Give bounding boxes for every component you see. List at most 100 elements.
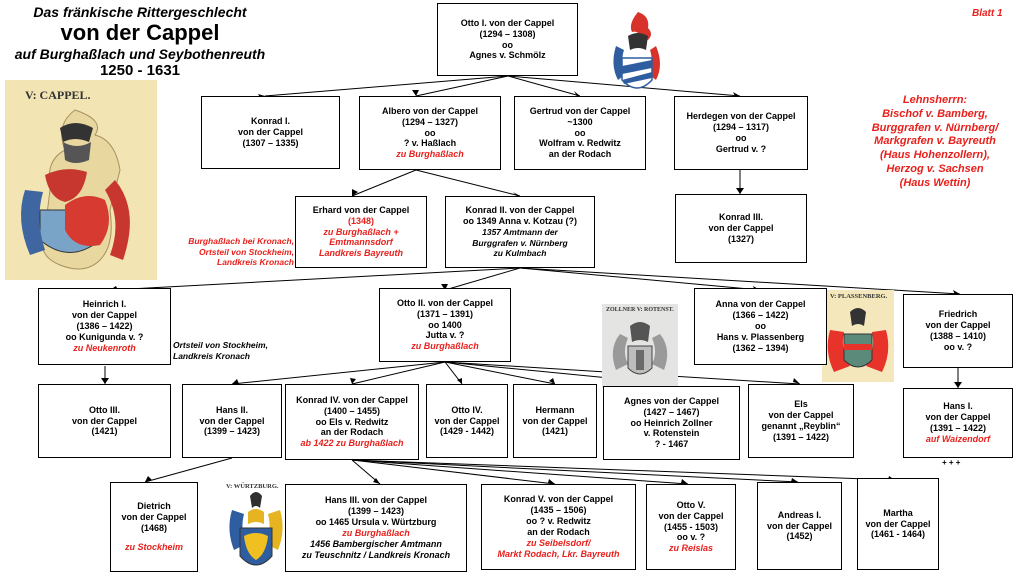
person-anna[interactable]: Anna von der Cappel (1366 – 1422) oo Han…: [694, 288, 827, 365]
box-line: Hans II.: [215, 404, 248, 415]
box-line: Jutta v. ?: [425, 330, 465, 341]
person-konrad-3[interactable]: Konrad III. von der Cappel (1327): [675, 194, 807, 263]
person-konrad-5[interactable]: Konrad V. von der Cappel (1435 – 1506) o…: [481, 484, 636, 570]
person-otto-5[interactable]: Otto V. von der Cappel (1455 - 1503) oo …: [646, 484, 736, 570]
sheet-label: Blatt 1: [972, 8, 1003, 19]
box-line: Agnes von der Cappel: [623, 395, 720, 406]
box-line: Otto II. von der Cappel: [396, 297, 493, 308]
box-line: (1294 – 1317): [712, 122, 770, 133]
lehnsherrn-line: Burggrafen v. Nürnberg/: [871, 121, 999, 134]
person-martha[interactable]: Martha von der Cappel (1461 - 1464): [857, 478, 939, 570]
person-erhard[interactable]: Erhard von der Cappel (1348) zu Burghaßl…: [295, 196, 427, 268]
continuation-marks: + + +: [942, 458, 961, 467]
title-line-4: 1250 - 1631: [99, 62, 181, 79]
box-line: zu Teuschnitz / Landkreis Kronach: [301, 549, 451, 560]
box-line: (1400 – 1455): [323, 405, 381, 416]
note-line: Ortsteil von Stockheim,: [199, 246, 294, 257]
person-hans-3[interactable]: Hans III. von der Cappel (1399 – 1423) o…: [285, 484, 467, 572]
person-otto-2[interactable]: Otto II. von der Cappel (1371 – 1391) oo…: [379, 288, 511, 362]
box-line: Konrad IV. von der Cappel: [296, 394, 408, 405]
box-line: oo v. ?: [676, 532, 706, 543]
person-konrad-2[interactable]: Konrad II. von der Cappel oo 1349 Anna v…: [445, 196, 595, 268]
title-line-1: Das fränkische Rittergeschlecht: [33, 4, 247, 20]
box-line: (1371 – 1391): [416, 308, 474, 319]
crest-label: ZOLLNER V: ROTENST.: [606, 307, 674, 313]
box-place: zu Neukenroth: [73, 342, 136, 353]
box-line: (1391 – 1422): [929, 423, 987, 433]
box-line: (1366 – 1422): [732, 310, 789, 321]
lehnsherrn-line: Herzog v. Sachsen: [886, 162, 984, 175]
box-line: Hans v. Plassenberg: [716, 331, 805, 342]
person-agnes[interactable]: Agnes von der Cappel (1427 – 1467) oo He…: [603, 386, 740, 460]
box-line: Otto III.: [89, 404, 120, 415]
box-line: Herdegen von der Cappel: [686, 111, 796, 122]
box-line: (1429 - 1442): [439, 426, 495, 437]
cappel-coat-of-arms: V: CAPPEL.: [5, 80, 157, 280]
box-line: oo Kunigunda v. ?: [65, 331, 144, 342]
person-els[interactable]: Els von der Cappel genannt „Reyblin“ (13…: [748, 384, 854, 458]
crest-label: V: CAPPEL.: [25, 88, 91, 102]
box-place: zu Stockheim: [124, 541, 183, 552]
box-place: zu Burghaßlach +: [323, 226, 399, 237]
box-place: zu Burghaßlach: [396, 149, 464, 160]
box-line: v. Rotenstein: [643, 428, 700, 439]
box-line: an der Rodach: [548, 149, 612, 160]
cappel-crest-icon: [608, 10, 666, 100]
person-konrad-4[interactable]: Konrad IV. von der Cappel (1400 – 1455) …: [285, 384, 419, 460]
person-albero[interactable]: Albero von der Cappel (1294 – 1327) oo ?…: [359, 96, 501, 170]
box-line: ? - 1467: [654, 439, 689, 450]
note-line: Ortsteil von Stockheim,: [173, 340, 268, 350]
person-friedrich[interactable]: Friedrich von der Cappel (1388 – 1410) o…: [903, 294, 1013, 368]
note-line: Landkreis Kronach: [173, 350, 250, 361]
box-line: Dietrich: [137, 501, 171, 512]
box-line: (1461 - 1464): [870, 529, 926, 540]
person-andreas-1[interactable]: Andreas I. von der Cappel (1452): [757, 482, 842, 570]
box-place: zu Seibelsdorf/: [526, 537, 591, 548]
person-herdegen[interactable]: Herdegen von der Cappel (1294 – 1317) oo…: [674, 96, 808, 170]
box-line: von der Cappel: [199, 415, 265, 426]
box-line: (1421): [91, 426, 118, 437]
box-line: Gertrud v. ?: [715, 143, 767, 154]
wurzburg-coat-of-arms: V: WÜRTZBURG.: [222, 480, 290, 574]
box-line: (1307 – 1335): [242, 137, 299, 148]
person-heinrich-1[interactable]: Heinrich I. von der Cappel (1386 – 1422)…: [38, 288, 171, 365]
zollner-coat-of-arms: ZOLLNER V: ROTENST.: [602, 304, 678, 388]
box-line: zu Kulmbach: [493, 248, 547, 259]
box-line: Konrad II. von der Cappel: [465, 205, 575, 216]
box-line: von der Cappel: [925, 320, 991, 331]
box-line: ~1300: [567, 116, 593, 127]
box-line: (1388 – 1410): [929, 331, 987, 341]
person-otto-4[interactable]: Otto IV. von der Cappel (1429 - 1442): [426, 384, 508, 458]
box-line: (1386 – 1422): [76, 321, 133, 332]
box-line: 1456 Bambergischer Amtmann: [310, 538, 442, 549]
box-line: Heinrich I.: [82, 299, 127, 310]
box-line: (1348): [347, 215, 374, 226]
box-line: oo: [574, 127, 586, 138]
box-line: von der Cappel: [766, 520, 832, 531]
box-line: Friedrich: [938, 309, 978, 320]
box-line: (1362 – 1394): [732, 342, 789, 353]
box-line: (1327): [727, 233, 754, 244]
box-line: oo 1400: [428, 319, 462, 330]
lehnsherrn-note: Lehnsherrn: Bischof v. Bamberg, Burggraf…: [850, 94, 1020, 190]
person-hans-1[interactable]: Hans I. von der Cappel (1391 – 1422) auf…: [903, 388, 1013, 458]
box-line: oo 1349 Anna v. Kotzau (?): [462, 216, 577, 227]
lehnsherrn-line: Markgrafen v. Bayreuth: [874, 135, 996, 148]
person-hans-2[interactable]: Hans II. von der Cappel (1399 – 1423): [182, 384, 282, 458]
box-line: (1421): [541, 426, 568, 437]
box-line: (1294 – 1327): [401, 116, 459, 127]
person-hermann[interactable]: Hermann von der Cappel (1421): [513, 384, 597, 458]
person-dietrich[interactable]: Dietrich von der Cappel (1468) zu Stockh…: [110, 482, 198, 572]
box-line: (1391 – 1422): [772, 431, 830, 442]
person-gertrud[interactable]: Gertrud von der Cappel ~1300 oo Wolfram …: [514, 96, 646, 170]
box-line: (1399 – 1423): [203, 426, 261, 437]
person-otto-3[interactable]: Otto III. von der Cappel (1421): [38, 384, 171, 458]
person-konrad-1[interactable]: Konrad I. von der Cappel (1307 – 1335): [201, 96, 340, 169]
box-line: von der Cappel: [71, 310, 137, 321]
box-line: Konrad V. von der Cappel: [503, 494, 614, 505]
plassenberg-coat-of-arms: V: PLASSENBERG.: [822, 290, 894, 382]
box-line: Otto IV.: [451, 404, 483, 415]
title-line-3: auf Burghaßlach und Seybothenreuth: [14, 46, 266, 62]
box-place: Markt Rodach, Lkr. Bayreuth: [497, 548, 620, 559]
person-otto-1[interactable]: Otto I. von der Cappel (1294 – 1308) oo …: [437, 3, 578, 76]
